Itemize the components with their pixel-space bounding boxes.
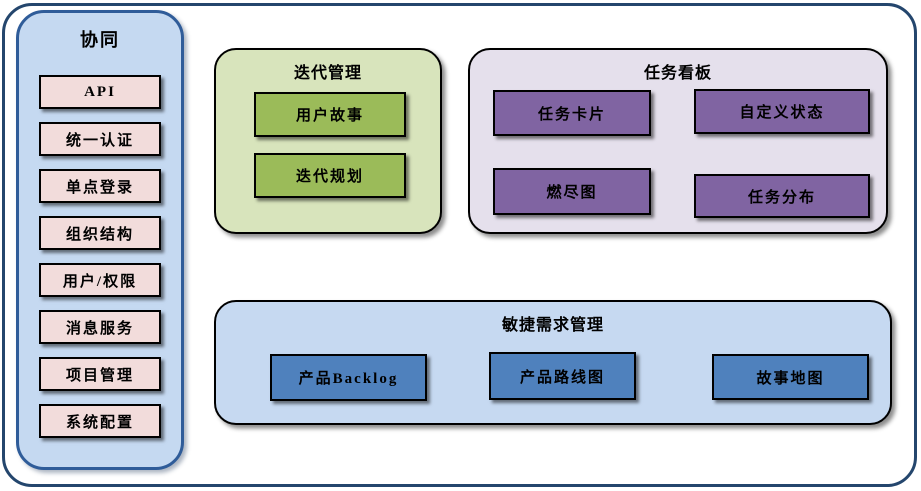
task-board-group-title: 任务看板	[643, 65, 712, 82]
kanban-node-task-dist: 任务分布	[694, 174, 870, 218]
iteration-node-user-story: 用户故事	[254, 92, 406, 137]
collab-node-system-config: 系统配置	[39, 404, 161, 438]
agile-requirements-group: 敏捷需求管理 产品Backlog 产品路线图 故事地图	[214, 300, 892, 425]
collab-node-api: API	[39, 75, 161, 109]
kanban-node-custom-status: 自定义状态	[694, 89, 870, 134]
collab-node-org-structure: 组织结构	[39, 216, 161, 250]
collab-node-user-perms: 用户/权限	[39, 263, 161, 297]
collaboration-group-title: 协同	[80, 30, 120, 50]
collaboration-item-list: API 统一认证 单点登录 组织结构 用户/权限 消息服务 项目管理 系统配置	[39, 75, 161, 438]
reqs-node-story-map: 故事地图	[712, 354, 869, 400]
task-board-group: 任务看板 任务卡片 自定义状态 燃尽图 任务分布	[468, 48, 888, 234]
reqs-node-product-backlog: 产品Backlog	[270, 354, 427, 401]
iteration-management-group: 迭代管理 用户故事 迭代规划	[214, 48, 442, 234]
collaboration-group: 协同 API 统一认证 单点登录 组织结构 用户/权限 消息服务 项目管理 系统…	[16, 10, 184, 470]
collab-node-message-svc: 消息服务	[39, 310, 161, 344]
kanban-node-burndown: 燃尽图	[493, 168, 651, 215]
agile-requirements-group-title: 敏捷需求管理	[501, 317, 604, 334]
collab-node-sso: 单点登录	[39, 169, 161, 203]
collab-node-unified-auth: 统一认证	[39, 122, 161, 156]
collab-node-project-mgmt: 项目管理	[39, 357, 161, 391]
iteration-node-sprint-plan: 迭代规划	[254, 153, 406, 198]
reqs-node-roadmap: 产品路线图	[489, 352, 636, 400]
kanban-node-task-card: 任务卡片	[493, 90, 651, 136]
iteration-group-title: 迭代管理	[293, 65, 362, 82]
